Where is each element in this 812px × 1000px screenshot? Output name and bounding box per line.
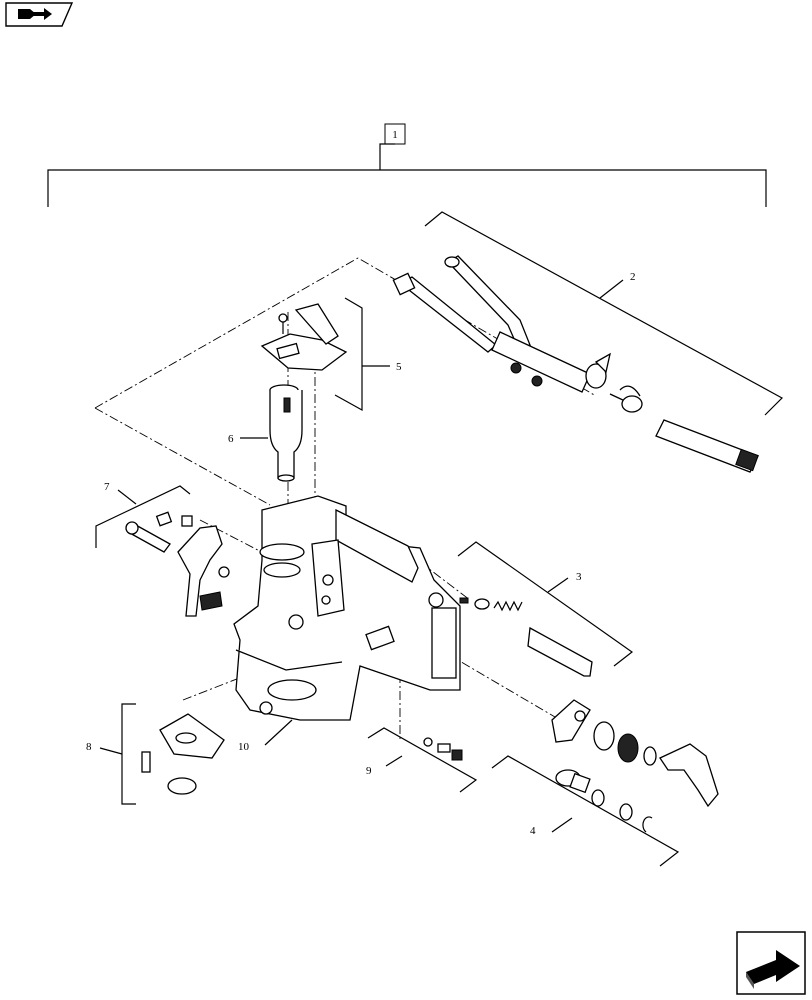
plate-ring-part (141, 713, 225, 795)
callout-10-label: 10 (238, 741, 250, 753)
lever-spring-part (551, 699, 719, 833)
ball-pin-part (269, 384, 303, 482)
forward-arrow-icon (746, 950, 800, 989)
callout-10: 10 (238, 719, 293, 753)
callout-6-label: 6 (228, 433, 234, 445)
callout-8-label: 8 (86, 741, 92, 753)
cover-plate-part (260, 303, 348, 371)
callout-4: 4 (491, 755, 680, 867)
back-to-index-button[interactable] (5, 2, 74, 27)
assembly-dashed-outline (94, 257, 597, 409)
latch-part (125, 511, 230, 617)
callout-7: 7 (95, 481, 191, 548)
callout-3-label: 3 (576, 571, 582, 583)
callout-5-label: 5 (396, 361, 402, 373)
next-page-button[interactable] (736, 931, 806, 995)
spring-rod-part (459, 597, 593, 677)
pin-part (423, 737, 463, 761)
assembly-reference-callout: 1 (379, 123, 406, 170)
callout-9-label: 9 (366, 765, 372, 777)
coupling-body-part (233, 495, 461, 721)
callout-2-label: 2 (630, 271, 636, 283)
callout-3: 3 (457, 541, 634, 667)
callout-9: 9 (366, 727, 478, 793)
book-arrow-back-icon (18, 8, 52, 20)
callout-6: 6 (228, 433, 268, 445)
callout-7-label: 7 (104, 481, 110, 493)
callout-8: 8 (86, 703, 136, 805)
callout-2: 2 (424, 211, 783, 416)
assembly-reference-label: 1 (392, 129, 398, 141)
callout-5: 5 (334, 297, 402, 412)
callout-4-label: 4 (530, 825, 536, 837)
shaft-handle-part (392, 255, 759, 473)
assembly-bracket (47, 169, 767, 207)
